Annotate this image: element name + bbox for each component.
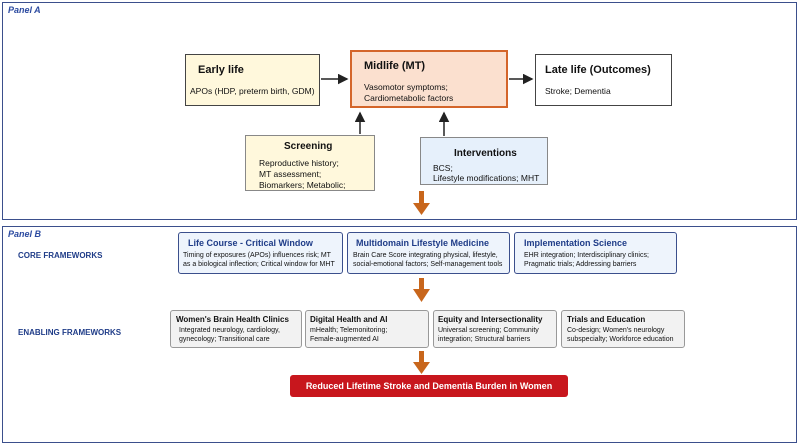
screening-box: Screening Reproductive history; MT asses… xyxy=(245,135,375,191)
screening-line2: MT assessment; xyxy=(259,169,322,179)
early-life-box: Early life APOs (HDP, preterm birth, GDM… xyxy=(185,54,320,106)
late-life-box: Late life (Outcomes) Stroke; Dementia xyxy=(535,54,672,106)
midlife-line1: Vasomotor symptoms; xyxy=(364,82,448,92)
enabling-frameworks-label: ENABLING FRAMEWORKS xyxy=(18,328,122,337)
enabling-line2: integration; Structural barriers xyxy=(438,336,531,343)
early-life-title: Early life xyxy=(198,64,244,76)
core-box-life-course: Life Course - Critical Window Timing of … xyxy=(178,232,343,274)
enabling-line1: Universal screening; Community xyxy=(438,327,539,334)
panel-b-label: Panel B xyxy=(8,229,42,239)
enabling-line1: Co-design; Women's neurology xyxy=(567,327,665,334)
outcome-text: Reduced Lifetime Stroke and Dementia Bur… xyxy=(305,381,553,391)
enabling-box-digital: Digital Health and AI mHealth; Telemonit… xyxy=(305,310,429,348)
screening-line3: Biomarkers; Metabolic; xyxy=(259,180,346,190)
enabling-line2: gynecology; Transitional care xyxy=(179,336,270,343)
interventions-line2: Lifestyle modifications; MHT xyxy=(433,173,540,183)
interventions-box: Interventions BCS; Lifestyle modificatio… xyxy=(420,137,548,185)
core-line1: EHR integration; Interdisciplinary clini… xyxy=(524,252,649,259)
screening-title: Screening xyxy=(284,141,333,152)
core-line1: Timing of exposures (APOs) influences ri… xyxy=(183,252,331,259)
orange-arrow-core-to-enabling xyxy=(413,278,430,302)
enabling-line1: Integrated neurology, cardiology, xyxy=(179,327,280,334)
panel-a xyxy=(2,2,797,220)
outcome-banner: Reduced Lifetime Stroke and Dementia Bur… xyxy=(290,375,568,397)
core-line1: Brain Care Score integrating physical, l… xyxy=(353,252,498,259)
midlife-line2: Cardiometabolic factors xyxy=(364,93,454,103)
enabling-line2: Female-augmented AI xyxy=(310,336,379,343)
midlife-title: Midlife (MT) xyxy=(364,60,426,72)
enabling-line1: mHealth; Telemonitoring; xyxy=(310,327,388,334)
orange-arrow-enabling-to-outcome xyxy=(413,351,430,374)
late-life-title: Late life (Outcomes) xyxy=(545,64,651,76)
orange-arrow-panel-a-to-b xyxy=(413,191,430,215)
late-life-text: Stroke; Dementia xyxy=(545,86,611,96)
core-line2: as a biological inflection; Critical win… xyxy=(183,261,335,268)
interventions-title: Interventions xyxy=(454,148,517,159)
enabling-title: Digital Health and AI xyxy=(310,315,388,324)
core-frameworks-label: CORE FRAMEWORKS xyxy=(18,251,103,260)
enabling-box-trials: Trials and Education Co-design; Women's … xyxy=(561,310,685,348)
panel-a-label: Panel A xyxy=(8,5,41,15)
enabling-line2: subspecialty; Workforce education xyxy=(567,336,674,343)
core-box-implementation: Implementation Science EHR integration; … xyxy=(514,232,677,274)
core-line2: Pragmatic trials; Addressing barriers xyxy=(524,261,637,268)
core-box-lifestyle: Multidomain Lifestyle Medicine Brain Car… xyxy=(347,232,510,274)
core-line2: social-emotional factors; Self-managemen… xyxy=(353,261,503,268)
enabling-box-equity: Equity and Intersectionality Universal s… xyxy=(433,310,557,348)
interventions-line1: BCS; xyxy=(433,163,453,173)
screening-line1: Reproductive history; xyxy=(259,158,339,168)
enabling-title: Women's Brain Health Clinics xyxy=(176,315,289,324)
panel-b xyxy=(2,226,797,443)
core-title: Life Course - Critical Window xyxy=(188,238,313,248)
core-title: Implementation Science xyxy=(524,238,628,248)
core-title: Multidomain Lifestyle Medicine xyxy=(356,238,490,248)
early-life-text: APOs (HDP, preterm birth, GDM) xyxy=(190,86,315,96)
enabling-title: Trials and Education xyxy=(567,315,646,324)
enabling-box-clinics: Women's Brain Health Clinics Integrated … xyxy=(170,310,302,348)
midlife-box: Midlife (MT) Vasomotor symptoms; Cardiom… xyxy=(350,50,508,108)
enabling-title: Equity and Intersectionality xyxy=(438,315,543,324)
